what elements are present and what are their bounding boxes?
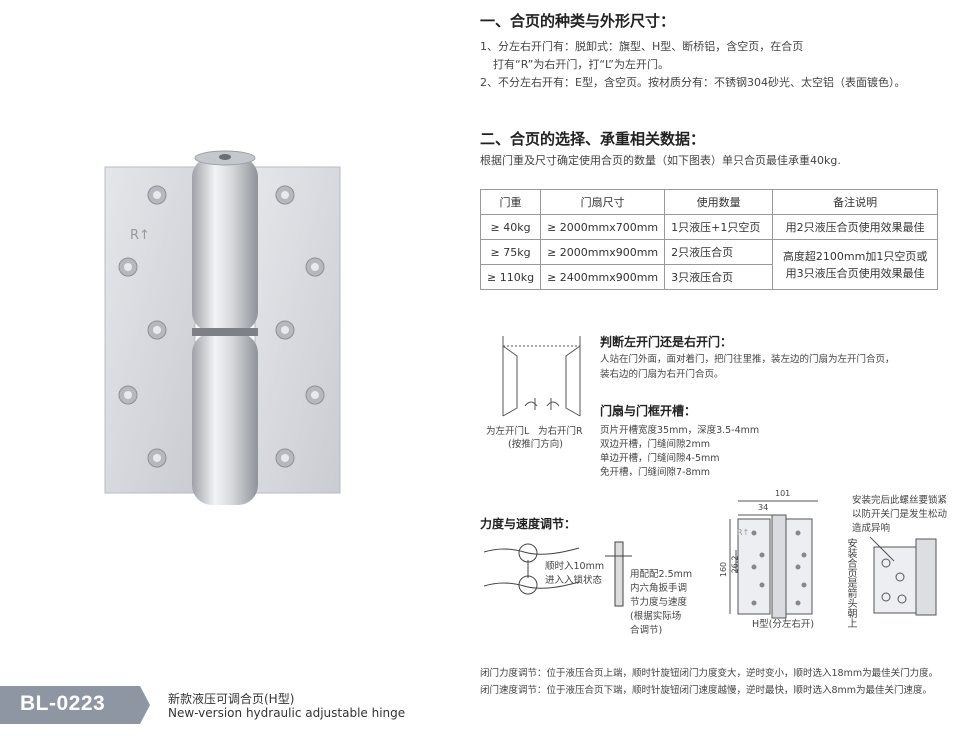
table-header-cell: 使用数量	[664, 189, 774, 215]
table-cell: 3只液压合页	[664, 264, 774, 290]
push-direction-label: (按推门方向)	[508, 439, 563, 450]
section1-line3: 2、不分左右开有：E型，含空页。按材质分有：不锈钢304砂光、太空铝（表面镀色）…	[480, 76, 906, 89]
table-cell: ≥ 2000mmx700mm	[540, 214, 666, 240]
tool-line: (根据实际场	[630, 611, 682, 622]
install-line: 造成异响	[852, 523, 891, 534]
spec-table: 门重 门扇尺寸 使用数量 备注说明 ≥ 40kg ≥ 2000mmx700mm …	[479, 189, 939, 290]
table-cell-merged: 高度超2100mm加1只空页或 用3只液压合页使用效果最佳	[772, 239, 939, 290]
table-cell: ≥ 2000mmx900mm	[540, 239, 666, 265]
product-code-badge: BL-0223	[0, 686, 150, 724]
footer-speed-note: 闭门速度调节：位于液压合页下端，顺时针旋钮闭门速度越慢，逆时最快，顺时选入8mm…	[480, 685, 933, 696]
table-row: ≥ 110kg ≥ 2400mmx900mm 3只液压合页	[479, 264, 938, 290]
tool-line: 内六角扳手调	[630, 583, 688, 594]
slot-line: 免开槽，门缝间隙7-8mm	[600, 467, 711, 478]
tool-line: 用配配2.5mm	[630, 569, 693, 580]
install-hinge-sketch	[869, 536, 937, 616]
table-header-row: 门重 门扇尺寸 使用数量 备注说明	[479, 189, 939, 215]
table-header-cell: 备注说明	[772, 189, 939, 215]
section2-title: 二、合页的选择、承重相关数据：	[480, 130, 706, 148]
hinge-product-image	[104, 150, 341, 505]
hinge-mark: R↑	[130, 228, 150, 243]
install-line: 安装完后此螺丝要锁紧	[852, 495, 948, 506]
dimension-drawing	[729, 500, 818, 619]
adjust-note1: 顺时入10mm	[545, 561, 605, 572]
slot-line: 双边开槽，门缝间隙2mm	[600, 439, 711, 450]
table-cell: 2只液压合页	[664, 239, 774, 265]
install-vertical: 安装合页是箭头朝上	[845, 538, 856, 628]
section1-line2: 打有“R”为右开门，打“L”为左开门。	[493, 58, 669, 71]
table-header-cell: 门重	[479, 189, 542, 215]
section2-intro: 根据门重及尺寸确定使用合页的数量（如下图表）单只合页最佳承重40kg.	[480, 154, 841, 167]
dim-mid: 26.2	[730, 555, 740, 574]
dim-inner: 34	[758, 503, 769, 512]
section1-title: 一、合页的种类与外形尺寸：	[480, 12, 676, 30]
adjust-note2: 进入入锁状态	[545, 575, 603, 586]
slot-line: 单边开槽，门缝间隙4-5mm	[600, 453, 720, 464]
table-cell: 用2只液压合页使用效果最佳	[772, 214, 939, 240]
dim-height: 160	[719, 561, 729, 578]
tool-line: 节力度与速度	[630, 597, 688, 608]
door-line2: 装右边的门扇为右开门合页。	[600, 369, 724, 380]
door-title: 判断左开门还是右开门：	[600, 335, 733, 349]
tool-line: 合调节)	[630, 625, 663, 636]
product-code: BL-0223	[20, 692, 106, 715]
table-cell: ≥ 110kg	[479, 264, 542, 290]
table-cell: 1只液压+1只空页	[664, 214, 774, 240]
slot-line: 页片开槽宽度35mm，深度3.5-4mm	[600, 425, 760, 436]
slot-title: 门扇与门框开槽：	[600, 404, 697, 418]
table-header-cell: 门扇尺寸	[540, 189, 666, 215]
adjust-title: 力度与速度调节：	[480, 517, 577, 531]
dim-caption: H型(分左右开)	[752, 619, 815, 630]
install-line: 以防开关门是发生松动	[852, 509, 948, 520]
door-line1: 人站在门外面，面对着门，把门往里推，装左边的门扇为左开门合页，	[600, 354, 895, 365]
left-door-label: 为左开门L	[486, 426, 530, 437]
table-cell: ≥ 75kg	[479, 239, 542, 265]
dim-width: 101	[775, 489, 791, 498]
table-row: ≥ 40kg ≥ 2000mmx700mm 1只液压+1只空页 用2只液压合页使…	[479, 214, 939, 240]
footer-force-note: 闭门力度调节：位于液压合页上端，顺时针旋钮闭门力度变大，逆时变小，顺时选入18m…	[480, 668, 939, 679]
table-cell: ≥ 40kg	[479, 214, 542, 240]
table-cell: ≥ 2400mmx900mm	[540, 264, 666, 290]
product-name-en: New-version hydraulic adjustable hinge	[168, 706, 406, 720]
product-name-cn: 新款液压可调合页(H型)	[168, 692, 295, 706]
table-row: ≥ 75kg ≥ 2000mmx900mm 2只液压合页 高度超2100mm加1…	[479, 239, 939, 290]
adjust-diagram	[483, 541, 632, 607]
section1-line1: 1、分左右开门有：脱卸式：旗型、H型、断桥铝，含空页，在合页	[480, 40, 804, 53]
door-direction-diagram	[502, 336, 581, 417]
table-cell-line: 用3只液压合页使用效果最佳	[785, 266, 925, 280]
right-door-label: 为右开门R	[538, 426, 583, 437]
dim-mark: R↑	[737, 528, 750, 537]
table-cell-line: 高度超2100mm加1只空页或	[782, 249, 928, 263]
